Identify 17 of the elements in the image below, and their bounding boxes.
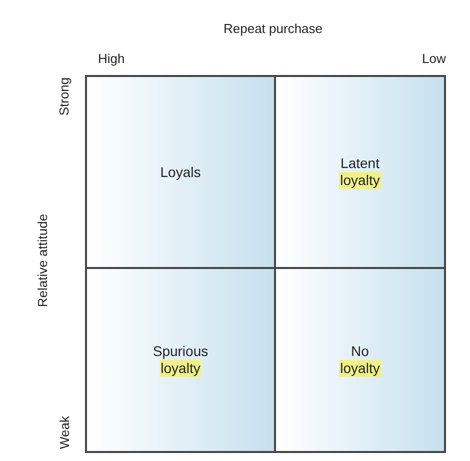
- highlighted-text: loyalty: [339, 360, 381, 377]
- quadrant-label: No: [351, 343, 369, 360]
- axis-label-vertical: Strong: [56, 76, 72, 116]
- axis-label-vertical: Relative attitude: [34, 213, 50, 307]
- axis-label: High: [98, 50, 125, 66]
- quadrant-box: [274, 75, 446, 269]
- quadrant-box: [85, 267, 276, 453]
- quadrant-label: Loyals: [160, 164, 201, 180]
- axis-label: Repeat purchase: [224, 20, 323, 36]
- quadrant-box: [85, 75, 276, 269]
- quadrant-label: Latent: [340, 155, 380, 172]
- axis-label: Low: [422, 50, 446, 66]
- quadrant-box: [274, 267, 446, 453]
- axis-label-vertical: Weak: [56, 416, 72, 448]
- highlighted-text: loyalty: [160, 360, 202, 377]
- highlighted-text: loyalty: [339, 172, 381, 189]
- quadrant-label: Spurious: [152, 343, 208, 360]
